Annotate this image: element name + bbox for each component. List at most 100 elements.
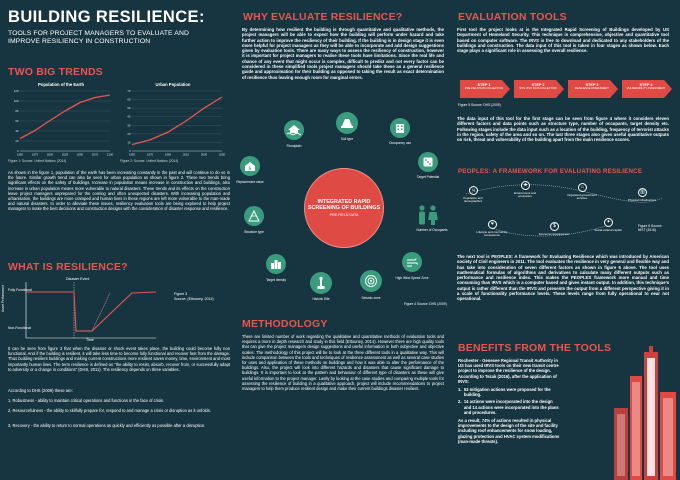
tower-4-glass — [663, 398, 673, 476]
peoples-body: The next tool is PEOPLES: A framework fo… — [457, 254, 669, 302]
header: BUILDING RESILIENCE: TOOLS FOR PROJECT M… — [8, 8, 228, 45]
benefits-point-2-line-1: 2. 14 actions were incorporated into the… — [458, 399, 553, 405]
urban-chart-title: Urban Population — [155, 82, 191, 87]
urban-chart-series-line — [131, 96, 223, 146]
peoples-label-lifestyle: Lifestyle and community competence — [476, 230, 508, 238]
figure2-caption: Figure 2: Source: United Nations (2014) — [120, 159, 179, 163]
figure5-caption: Figure 5 Source: DHS (2009) — [458, 103, 501, 107]
skyline-illustration — [612, 346, 680, 480]
peoples-label-infrastructure: Physical infrastructure — [627, 198, 657, 202]
economic-icon: $ — [550, 222, 559, 231]
step-arrow-2 — [514, 80, 564, 98]
urban-chart-y-tick: 60 — [127, 98, 131, 102]
benefits-result-line-4: glazing protection and HVAC system modif… — [458, 433, 560, 439]
step-2-sub: SITE VISIT DATA COLLECTION — [519, 87, 557, 90]
urban-chart-y-tick: 20 — [127, 132, 131, 136]
seismic-icon — [360, 270, 382, 292]
benefits-point-2-line-2: and 14 actions were incorporated into th… — [458, 404, 559, 410]
irs-label-structure-type: Structure type — [244, 230, 264, 234]
asset-performance-label: Asset Performance — [1, 284, 5, 312]
irs-label-high-wind-speed-zone: High Wind Speed Zone — [395, 276, 429, 280]
population-chart-y-tick: 0 — [17, 149, 19, 153]
dice-icon — [418, 152, 438, 172]
what-is-resilience-heading: WHAT IS RESILIENCE? — [8, 261, 128, 273]
disaster-event-label: Disaster Event — [66, 277, 90, 281]
figure1-caption: Figure 1: Source: United Nations (2014) — [8, 159, 67, 163]
population-chart-x-tick: 1950 — [17, 153, 24, 157]
step-2-label: STEP 2 — [531, 83, 545, 87]
lifestyle-icon: ♥ — [488, 220, 497, 229]
soil-icon — [336, 112, 358, 134]
irs-label-seismic-zone: Seismic zone — [361, 296, 381, 300]
urban-chart-y-tick: 10 — [127, 140, 131, 144]
evaluation-tools-body-2: The data input of this tool for the firs… — [457, 116, 669, 143]
irs-center-title-2: SCREENING OF BUILDINGS — [307, 205, 381, 212]
why-evaluate-body: By determining how resilient the buildin… — [242, 27, 444, 80]
benefits-line-3: project to improve the resilience of the… — [458, 368, 551, 374]
peoples-label-government: Organised government services — [567, 193, 597, 201]
step-3-sub: RESILIENCE ASSESSMENT — [575, 87, 609, 90]
peoples-label-environment: Environment and ecosystem — [514, 191, 536, 199]
benefits-result-line-3: including roof enhancements for snow loa… — [458, 428, 553, 434]
time-label: Time — [86, 338, 94, 342]
benefits-line-5: IRVS: — [458, 378, 470, 384]
page-subtitle-line2: IMPROVE RESILIENCY IN CONSTRUCTION — [8, 38, 151, 45]
flood-icon — [284, 120, 304, 140]
irs-label-soil-type: Soil type — [340, 137, 354, 141]
population-chart-title: Population of the Earth — [37, 82, 85, 87]
urban-chart-y-tick: 50 — [127, 106, 131, 110]
population-chart-y-tick: 40 — [15, 129, 19, 133]
urban-chart-x-tick: 1950 — [129, 153, 136, 157]
non-functional-label: Non-Functional — [8, 326, 31, 330]
step-arrow-3 — [568, 80, 618, 98]
step-4-sub: VULNERABILITY ASSESSMENT — [626, 87, 666, 90]
urban-chart-x-tick: 2010 — [183, 153, 190, 157]
structure-icon — [244, 206, 264, 226]
methodology-heading: METHODOLOGY — [242, 318, 328, 330]
historic-icon — [310, 272, 332, 294]
irs-label-target-potential: Target Potential — [416, 175, 440, 179]
two-big-trends-heading: TWO BIG TRENDS — [8, 66, 103, 78]
step-4: STEP 4 VULNERABILITY ASSESSMENT — [624, 83, 668, 90]
benefits-result-line-2: improvements to the design of the site a… — [458, 423, 558, 429]
step-2: STEP 2 SITE VISIT DATA COLLECTION — [516, 83, 560, 90]
benefits-point-1-line-2: building. — [458, 392, 482, 398]
peoples-label-economic: Economic development — [538, 232, 570, 236]
what-is-resilience-body: It can be seen from figure 3 that when t… — [8, 346, 230, 372]
methodology-body: There are limited number of work regardi… — [242, 334, 444, 392]
irs-diagram: INTEGRATED RAPID SCREENING OF BUILDINGS … — [236, 112, 448, 312]
resilience-chart-svg — [25, 282, 157, 339]
urban-chart-x-tick: 2050 — [219, 153, 226, 157]
population-chart-x-tick: 2100 — [107, 153, 114, 157]
resilience-chart — [6, 276, 166, 346]
tower-4 — [660, 392, 676, 480]
wind-icon — [402, 252, 422, 272]
why-evaluate-heading: WHY EVALUATE RESILIENCE? — [243, 11, 403, 23]
population-chart-y-tick: 20 — [15, 139, 19, 143]
step-arrow-1 — [460, 80, 510, 98]
performance-curve — [26, 291, 157, 332]
benefits-line-1: Rochester - Genesee Regional Transit Aut… — [458, 358, 558, 363]
benefits-result-line-5: (man-made threats). — [458, 438, 499, 444]
resilience-item-3: 3. Recovery - the ability to return to n… — [8, 423, 206, 428]
tower-3-glass — [647, 358, 655, 476]
resilience-item-1: 1. Robustness - ability to maintain crit… — [8, 398, 165, 403]
population-chart-x-tick: 2075 — [92, 153, 99, 157]
population-chart-x-tick: 2000 — [47, 153, 54, 157]
irs-center-circle: INTEGRATED RAPID SCREENING OF BUILDINGS … — [304, 168, 384, 248]
step-1-label: STEP 1 — [477, 83, 491, 87]
peoples-label-social: Social-cultural capital — [594, 228, 622, 232]
evaluation-tools-body: First tool the project looks at is the I… — [457, 27, 669, 54]
page-subtitle-line1: TOOLS FOR PROJECT MANAGERS TO EVALUATE A… — [8, 30, 189, 37]
fully-functional-label: Fully Functional — [8, 288, 32, 292]
irs-center-subtitle: PRE-FIELD DATA — [329, 212, 359, 217]
population-chart-y-tick: 100 — [14, 99, 19, 103]
step-4-label: STEP 4 — [639, 83, 653, 87]
irs-label-historic-site: Historic Site — [312, 297, 330, 301]
replacement-value-icon: $ — [240, 156, 260, 176]
irs-label-floodplain: Floodplain — [286, 144, 302, 148]
